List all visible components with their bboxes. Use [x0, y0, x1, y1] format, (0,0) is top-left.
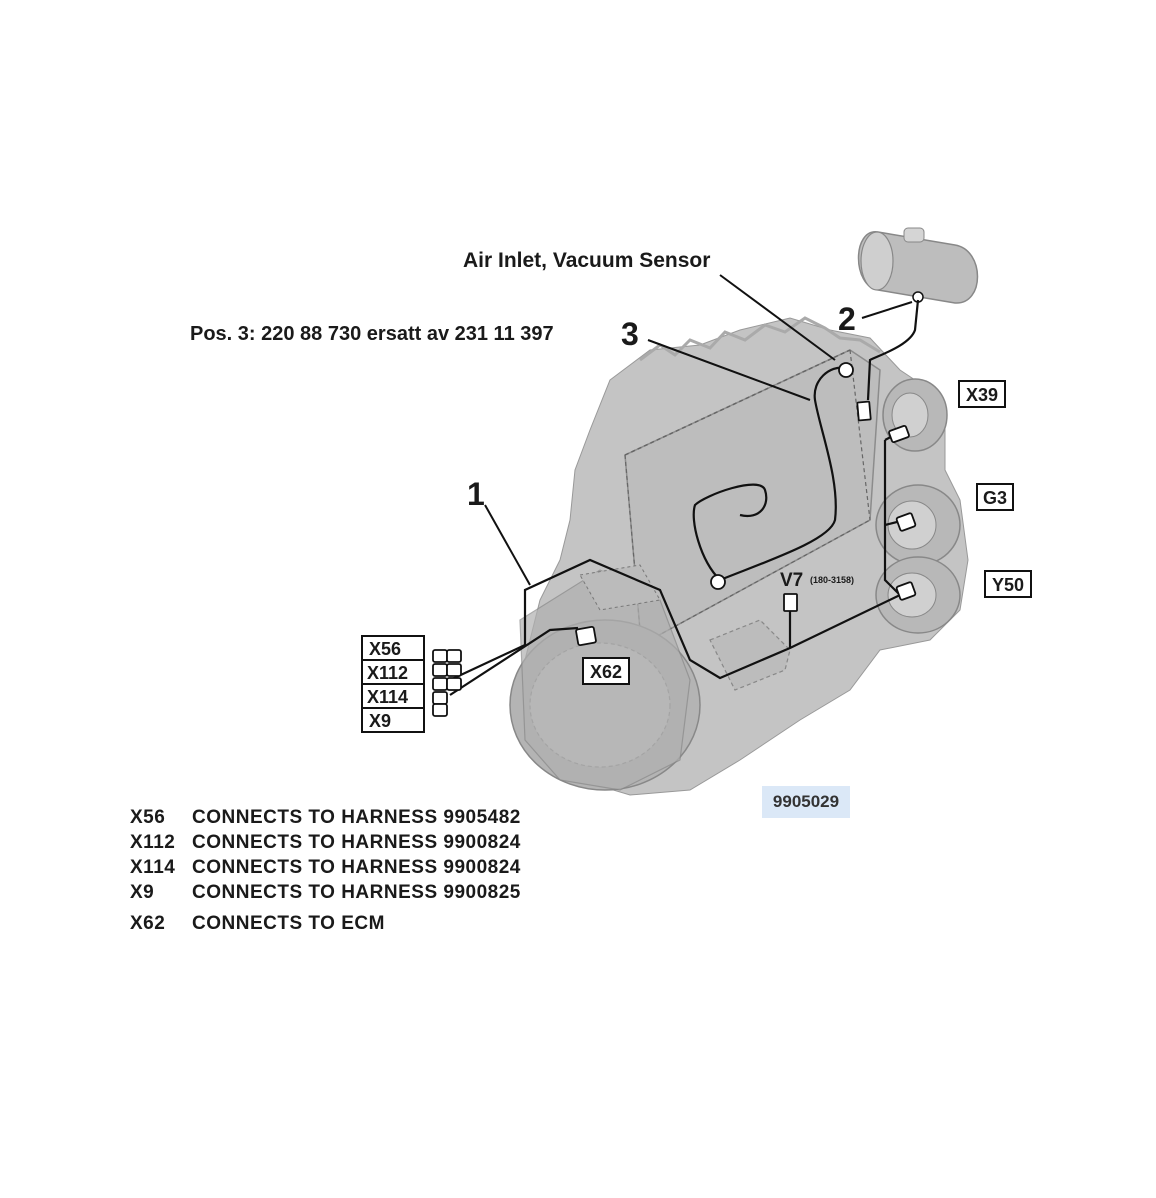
legend-text: CONNECTS TO HARNESS 9905482: [192, 806, 521, 828]
wiring-harness: [449, 299, 920, 696]
connector-label-x114: X114: [367, 687, 408, 707]
connector-label-x39: X39: [958, 380, 1006, 408]
reference-number: 9905029: [762, 786, 850, 818]
legend-code: X114: [130, 856, 176, 878]
connector-label-y50: Y50: [984, 570, 1032, 598]
legend-text: CONNECTS TO HARNESS 9900824: [192, 856, 521, 878]
air-filter-illustration: [857, 227, 979, 304]
callout-3: 3: [621, 316, 639, 352]
leader-lines: [484, 274, 913, 586]
svg-text:G3: G3: [983, 488, 1007, 508]
connector-legend: X56 CONNECTS TO HARNESS 9905482 X112 CON…: [130, 805, 521, 936]
connector-label-v7-sub: (180-3158): [810, 575, 854, 585]
callout-2: 2: [838, 301, 856, 337]
legend-code: X9: [130, 881, 155, 903]
connector-label-g3: G3: [976, 483, 1014, 511]
legend-text: CONNECTS TO HARNESS 9900825: [192, 881, 521, 903]
legend-code: X112: [130, 831, 176, 853]
legend-text: CONNECTS TO ECM: [192, 912, 385, 934]
connector-label-x62: X62: [582, 657, 630, 685]
pos-note: Pos. 3: 220 88 730 ersatt av 231 11 397: [190, 323, 554, 345]
legend-row: X112 CONNECTS TO HARNESS 9900824: [130, 830, 521, 855]
svg-text:X62: X62: [590, 662, 622, 682]
connector-label-x56: X56: [369, 639, 401, 659]
connector-label-x112: X112: [367, 663, 408, 683]
legend-text: CONNECTS TO HARNESS 9900824: [192, 831, 521, 853]
svg-text:X39: X39: [966, 385, 998, 405]
connector-stack: X56 X112 X114 X9: [361, 635, 425, 733]
legend-row: X56 CONNECTS TO HARNESS 9905482: [130, 805, 521, 830]
title-label: Air Inlet, Vacuum Sensor: [463, 249, 710, 272]
connector-label-x9: X9: [369, 711, 391, 731]
legend-row: X62 CONNECTS TO ECM: [130, 911, 521, 936]
connector-label-v7: V7: [780, 570, 803, 591]
legend-row: X114 CONNECTS TO HARNESS 9900824: [130, 855, 521, 880]
legend-row: X9 CONNECTS TO HARNESS 9900825: [130, 880, 521, 905]
legend-code: X56: [130, 806, 166, 828]
legend-code: X62: [130, 912, 166, 934]
harness-plugs: [432, 362, 917, 717]
callout-1: 1: [467, 476, 485, 512]
svg-text:Y50: Y50: [992, 575, 1024, 595]
engine-illustration: [509, 316, 969, 796]
